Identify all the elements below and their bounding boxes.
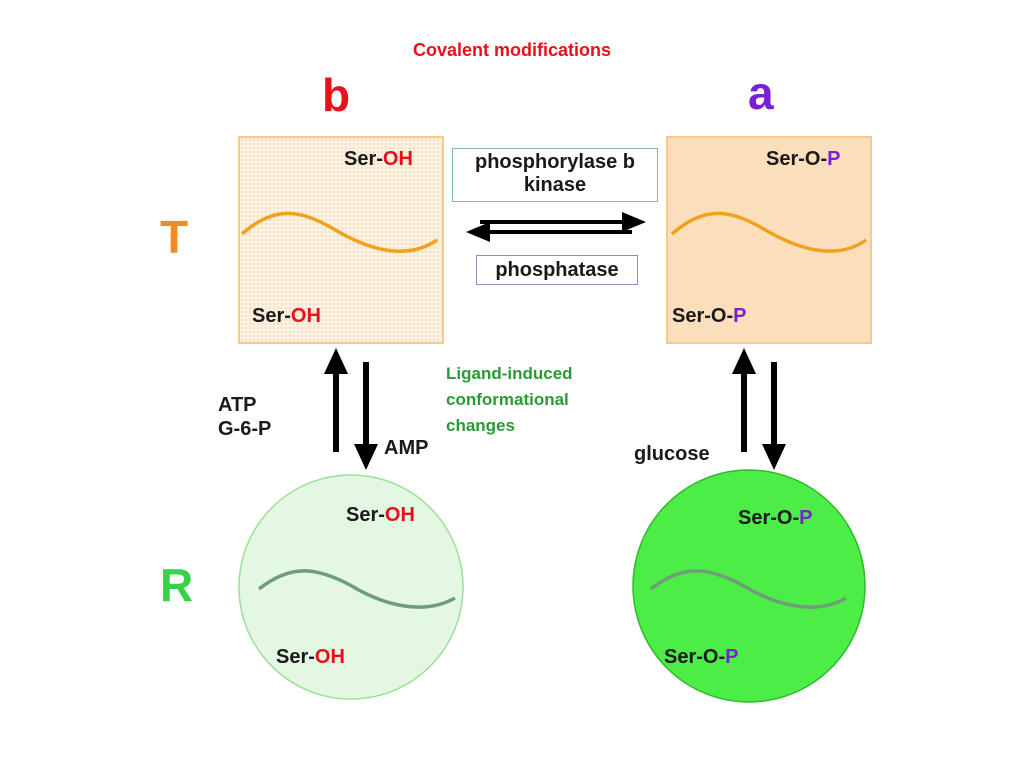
effector-g6p: G-6-P — [218, 418, 272, 440]
t-state-b-chain — [240, 211, 438, 253]
ligand-note-line3: changes — [446, 416, 515, 435]
t-state-a-box — [666, 136, 872, 344]
phosphatase-label-box: phosphatase — [476, 255, 638, 285]
arrow-b-r-to-t-head — [324, 348, 348, 374]
effector-glucose: glucose — [634, 443, 710, 465]
kinase-label-line2: kinase — [523, 174, 587, 196]
effector-atp: ATP — [218, 394, 257, 416]
r-b-ser-bottom: Ser-OH — [276, 646, 345, 668]
effector-amp: AMP — [384, 437, 429, 459]
arrow-b-to-a-head — [622, 212, 646, 232]
t-a-ser-bottom: Ser-O-P — [672, 305, 747, 327]
arrow-a-to-b-head — [466, 222, 490, 242]
arrow-b-t-to-r-head — [354, 444, 378, 470]
kinase-label-box: phosphorylase b kinase — [452, 148, 658, 202]
label-T: T — [160, 211, 189, 263]
r-state-b-chain — [257, 569, 456, 609]
label-R: R — [160, 559, 194, 611]
phosphatase-label: phosphatase — [495, 259, 619, 281]
r-state-a-chain — [649, 569, 847, 609]
ligand-note-line2: conformational — [446, 390, 569, 409]
kinase-label-line1: phosphorylase b — [474, 151, 636, 173]
label-b: b — [322, 69, 351, 121]
ligand-note-line1: Ligand-induced — [446, 364, 573, 383]
ligand-induced-note: Ligand-induced conformational changes — [446, 361, 636, 439]
r-a-ser-top: Ser-O-P — [738, 507, 813, 529]
r-b-ser-top: Ser-OH — [346, 504, 415, 526]
t-state-a-chain — [670, 211, 868, 253]
t-state-b-box — [238, 136, 444, 344]
arrow-a-t-to-r-head — [762, 444, 786, 470]
t-b-ser-bottom: Ser-OH — [252, 305, 321, 327]
r-state-a-circle — [632, 469, 866, 703]
t-a-ser-top: Ser-O-P — [766, 148, 841, 170]
arrow-a-r-to-t-head — [732, 348, 756, 374]
r-a-ser-bottom: Ser-O-P — [664, 646, 739, 668]
t-b-ser-top: Ser-OH — [344, 148, 413, 170]
label-a: a — [748, 67, 774, 119]
diagram-title: Covalent modifications — [412, 40, 612, 60]
